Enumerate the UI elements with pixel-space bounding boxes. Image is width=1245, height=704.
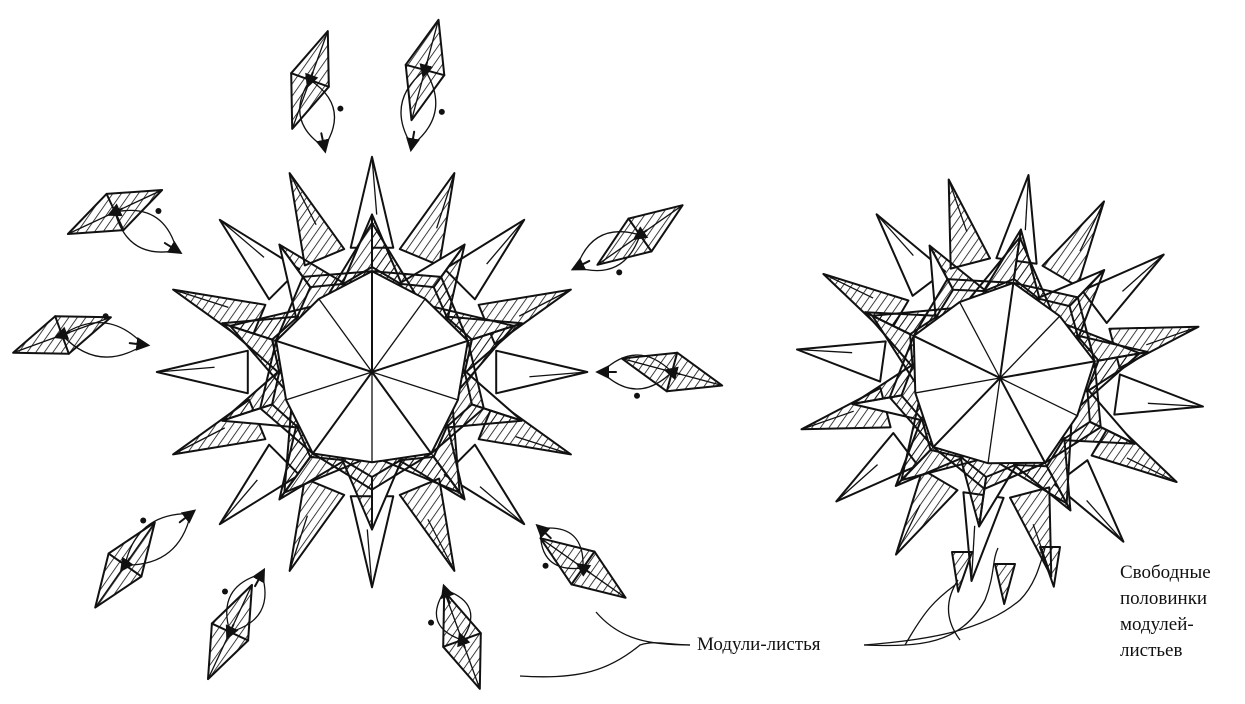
left-outer-spike	[290, 479, 345, 571]
link-dot	[634, 393, 640, 399]
insert-direction-arrow	[180, 511, 194, 522]
free-halves-line-4: листьев	[1120, 638, 1240, 664]
link-dot	[337, 106, 343, 112]
insert-direction-arrow	[130, 343, 148, 345]
left-outer-spike	[400, 479, 455, 571]
insert-direction-arrow	[321, 133, 325, 151]
left-outer-spike	[496, 351, 587, 394]
link-dot	[222, 589, 228, 595]
left-outer-spike	[157, 351, 248, 394]
right-outer-spike	[949, 180, 990, 269]
right-outer-spike	[797, 341, 886, 381]
insert-direction-arrow	[411, 132, 414, 150]
leaf-modules-label: Модули-листья	[697, 634, 820, 657]
right-outer-spike	[1114, 374, 1203, 414]
exploded-star-assembly	[157, 157, 588, 588]
link-dot	[155, 208, 161, 214]
assembled-star-ball	[797, 175, 1203, 604]
free-leaf-half	[995, 564, 1015, 604]
left-outer-spike	[290, 173, 345, 265]
link-dot	[616, 269, 622, 275]
free-halves-line-2: половинки	[1120, 586, 1240, 612]
free-halves-label: Свободные половинки модулей- листьев	[1120, 560, 1240, 664]
link-dot	[428, 620, 434, 626]
free-halves-line-1: Свободные	[1120, 560, 1240, 586]
link-dot	[140, 518, 146, 524]
link-dot	[543, 563, 549, 569]
link-dot	[439, 109, 445, 115]
free-halves-line-3: модулей-	[1120, 612, 1240, 638]
left-outer-spike	[400, 173, 455, 265]
